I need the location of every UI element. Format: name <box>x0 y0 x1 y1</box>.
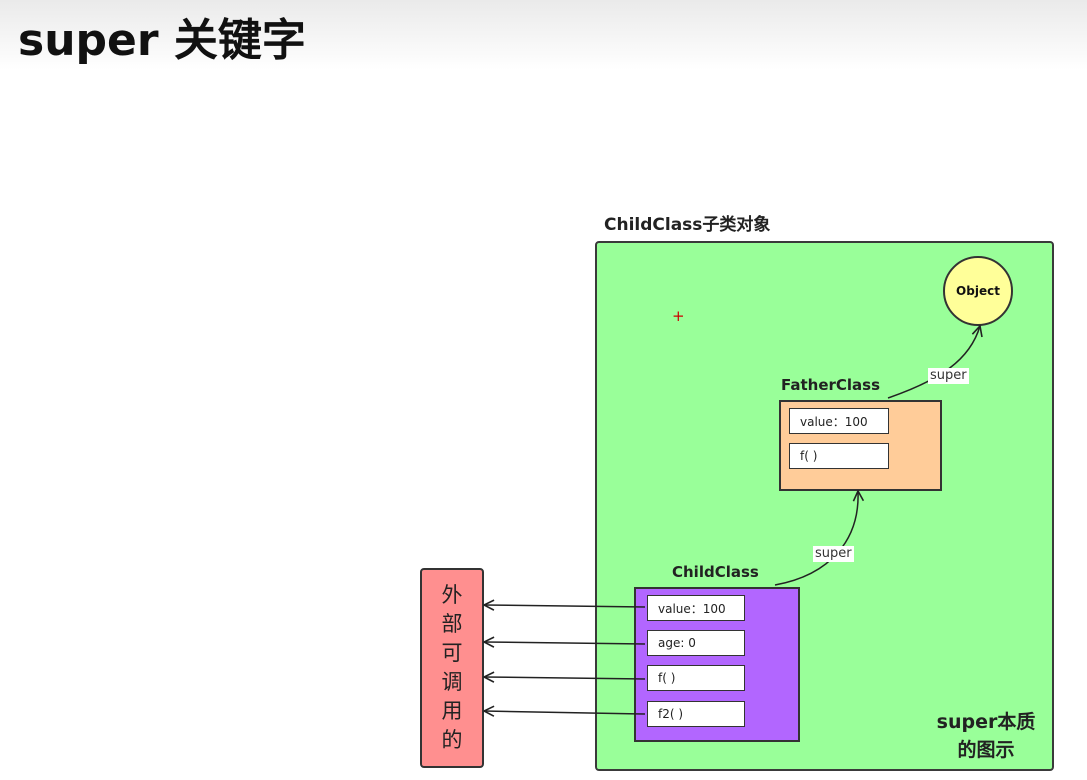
object-label: Object <box>956 284 1000 298</box>
caption-line-2: 的图示 <box>957 739 1015 761</box>
external-arrow-f <box>484 677 646 679</box>
child-class-label: ChildClass <box>672 563 759 581</box>
external-callable-box: 外部可调用的 <box>420 568 484 768</box>
mouse-cursor-icon: + <box>672 307 685 325</box>
super-arrow-father-to-object <box>887 326 980 399</box>
child-member-f2: f2( ) <box>647 701 745 727</box>
external-arrow-age <box>484 642 646 644</box>
super-edge-label-upper: super <box>928 368 969 384</box>
super-arrow-child-to-father <box>774 491 858 586</box>
external-arrow-f2 <box>484 711 646 714</box>
child-object-label: ChildClass子类对象 <box>604 215 771 235</box>
external-callable-label: 外部可调用的 <box>441 583 463 752</box>
slide-header: super 关键字 <box>0 0 1087 70</box>
caption-line-1: super本质 <box>936 711 1036 733</box>
father-class-label: FatherClass <box>781 376 881 394</box>
child-member-age: age: 0 <box>647 630 745 656</box>
slide-title: super 关键字 <box>18 15 306 66</box>
father-member-value: value：100 <box>789 408 889 434</box>
father-member-f: f( ) <box>789 443 889 469</box>
child-member-value: value：100 <box>647 595 745 621</box>
child-class-box: value：100 age: 0 f( ) f2( ) <box>634 587 800 742</box>
external-arrow-value <box>484 605 646 607</box>
super-edge-label-lower: super <box>813 546 854 562</box>
diagram-caption: super本质 的图示 <box>930 708 1042 764</box>
father-class-box: value：100 f( ) <box>779 400 942 491</box>
child-member-f: f( ) <box>647 665 745 691</box>
